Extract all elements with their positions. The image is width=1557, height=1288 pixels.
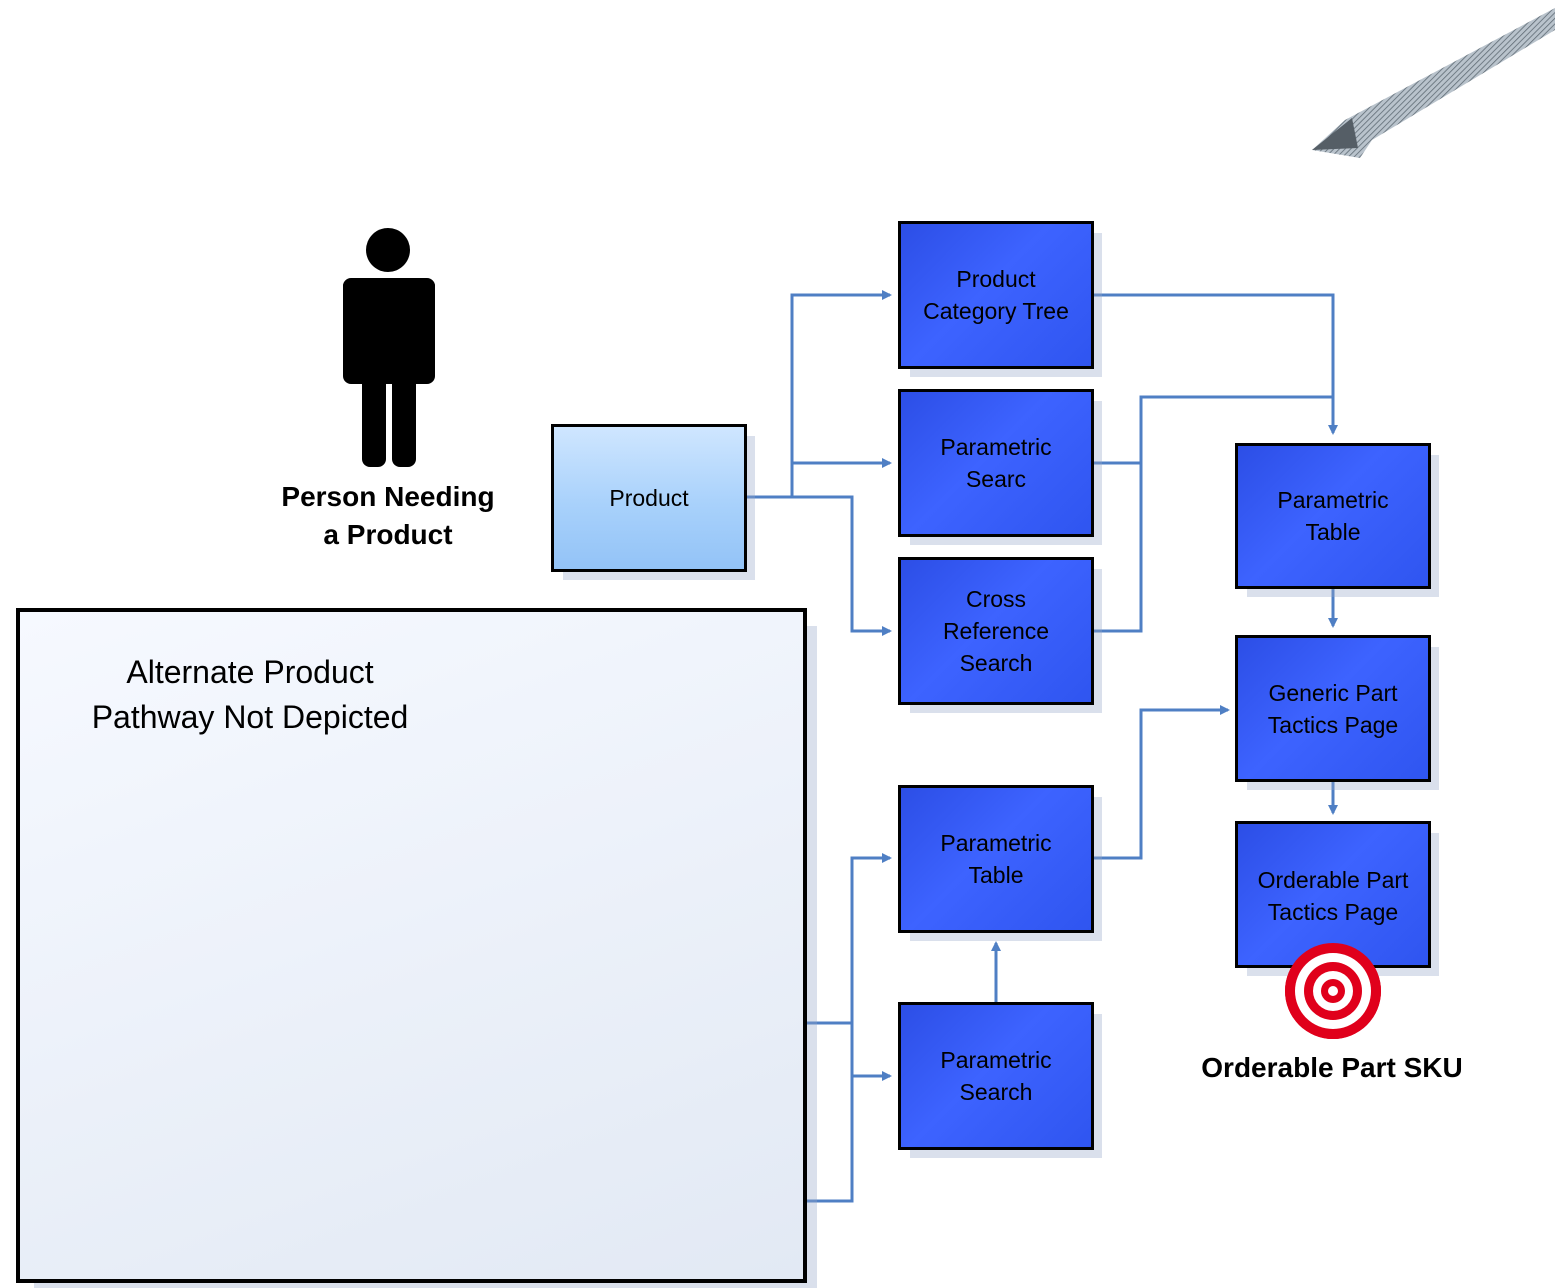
node-parametric-searc[interactable]: Parametric Searc (898, 389, 1094, 537)
target-overlay (1285, 943, 1381, 1039)
target-caption: Orderable Part SKU (1201, 1052, 1463, 1083)
person-caption: Person Needing a Product (281, 481, 495, 550)
connector-alternate-to-lower-search (850, 1023, 892, 1081)
connector-searc-to-parametric-table (1094, 395, 1333, 465)
node-product-category-tree[interactable]: Product Category Tree (898, 221, 1094, 369)
connector-product-to-category-tree (746, 290, 892, 499)
node-product[interactable]: Product (551, 424, 747, 572)
person-icon (343, 228, 435, 467)
connector-category-tree-to-parametric-table (1094, 293, 1338, 435)
node-generic-part-tactics-page[interactable]: Generic Part Tactics Page (1235, 635, 1431, 782)
node-parametric-table-lower[interactable]: Parametric Table (898, 785, 1094, 933)
connector-product-to-cross-reference (746, 495, 892, 636)
connector-lower-table-to-generic-part (1094, 705, 1230, 860)
node-cross-reference-search[interactable]: Cross Reference Search (898, 557, 1094, 705)
node-parametric-search-lower[interactable]: Parametric Search (898, 1002, 1094, 1150)
connector-cross-reference-to-parametric-table (1094, 463, 1143, 633)
alternate-pathway-box: Alternate Product Pathway Not Depicted (16, 608, 807, 1283)
alternate-pathway-label: Alternate Product Pathway Not Depicted (91, 654, 409, 735)
pencil-arrow-icon (1312, 8, 1555, 158)
connector-alternate-bottom (807, 1076, 854, 1203)
node-parametric-table-right[interactable]: Parametric Table (1235, 443, 1431, 589)
connector-alternate-to-lower-table (807, 853, 892, 1025)
